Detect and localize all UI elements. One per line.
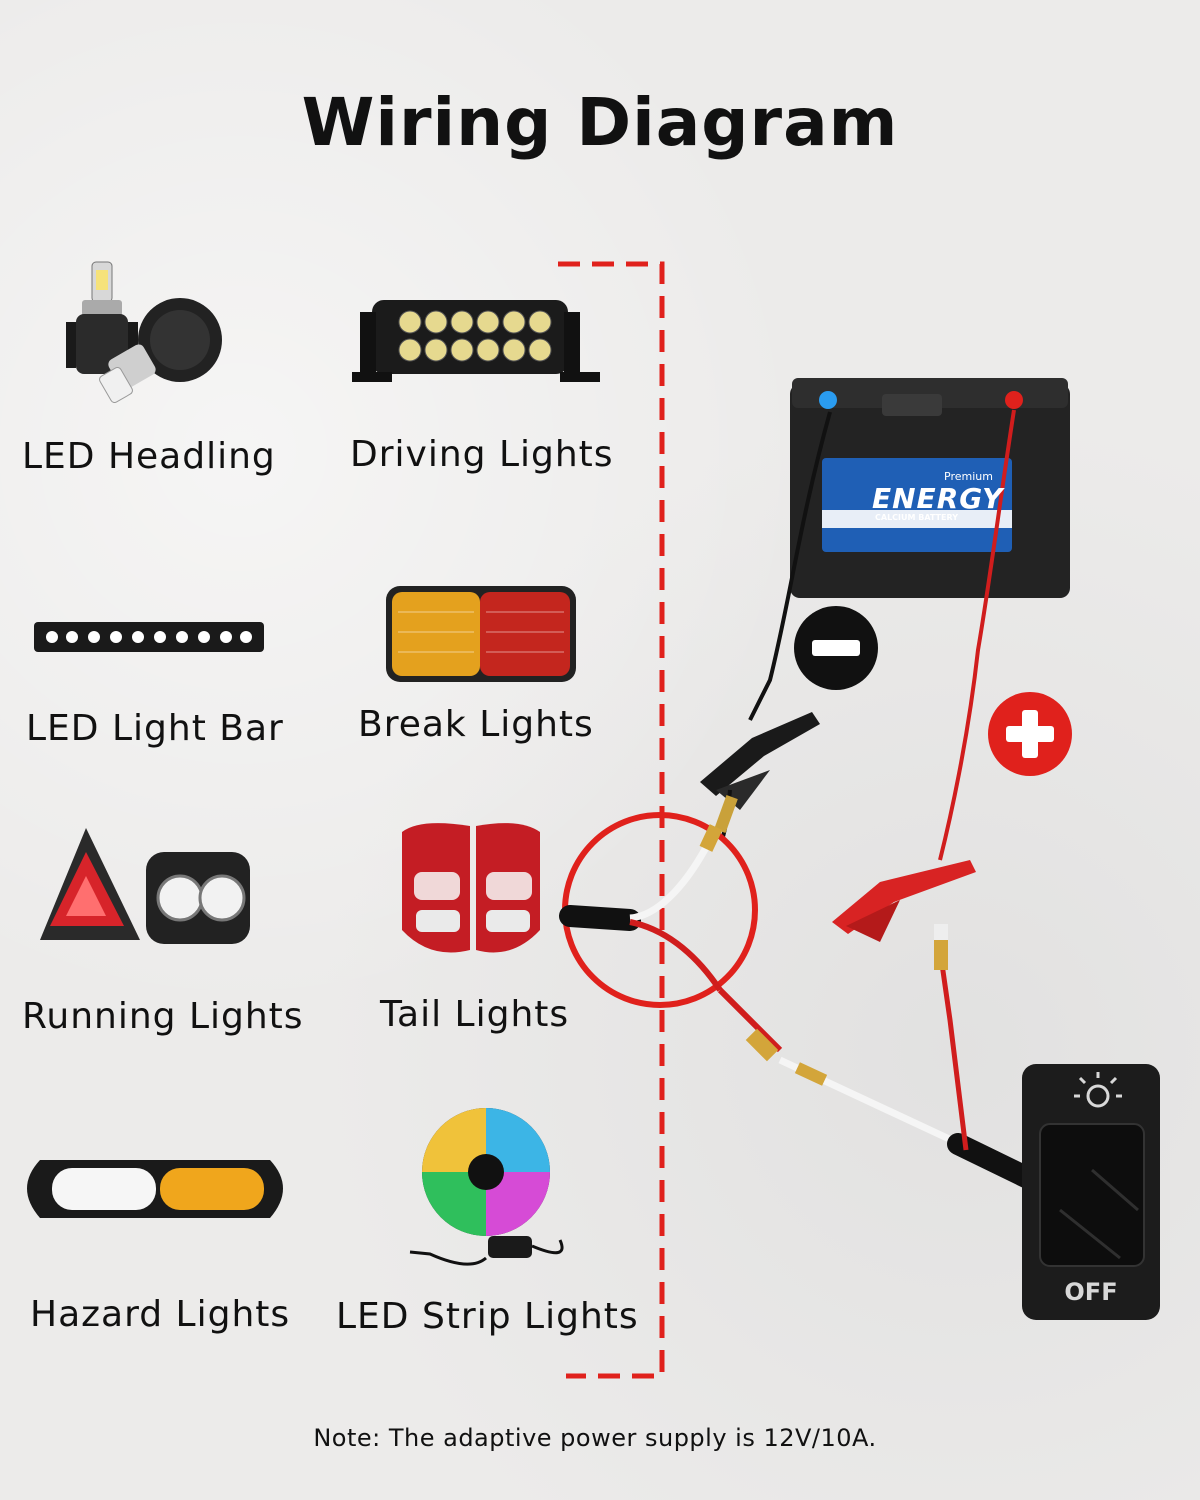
battery-icon bbox=[790, 378, 1070, 598]
label-led-strip-lights: LED Strip Lights bbox=[336, 1296, 639, 1337]
rocker-switch[interactable] bbox=[1022, 1064, 1160, 1320]
label-driving-lights: Driving Lights bbox=[350, 434, 614, 475]
led-bulb-icon bbox=[66, 261, 222, 404]
lamp-icon bbox=[27, 1160, 283, 1218]
note-text: Note: The adaptive power supply is 12V/1… bbox=[313, 1424, 877, 1452]
strip-reel-icon bbox=[409, 1108, 564, 1266]
tail-light-icon bbox=[402, 823, 540, 953]
wire-harness bbox=[559, 834, 1043, 1191]
battery-brand: ENERGY bbox=[872, 482, 1004, 515]
label-led-headling: LED Headling bbox=[22, 436, 276, 477]
switch-off-label: OFF bbox=[1064, 1278, 1118, 1306]
bulb-icon bbox=[1074, 1072, 1122, 1108]
minus-icon bbox=[794, 606, 878, 690]
label-led-light-bar: LED Light Bar bbox=[26, 708, 284, 749]
light-bar-icon bbox=[352, 300, 600, 382]
connector bbox=[699, 824, 948, 1086]
plus-icon bbox=[988, 692, 1072, 776]
label-break-lights: Break Lights bbox=[358, 704, 594, 745]
lamp-icon bbox=[40, 828, 250, 944]
label-running-lights: Running Lights bbox=[22, 996, 304, 1037]
label-hazard-lights: Hazard Lights bbox=[30, 1294, 291, 1335]
battery-premium-label: Premium bbox=[944, 470, 993, 483]
positive-clamp bbox=[832, 860, 976, 942]
lamp-icon bbox=[386, 586, 576, 682]
negative-clamp bbox=[700, 712, 820, 841]
battery-type: CALCIUM BATTERY bbox=[875, 513, 958, 522]
page-title: Wiring Diagram bbox=[301, 84, 899, 161]
label-tail-lights: Tail Lights bbox=[380, 994, 570, 1035]
dashed-bracket bbox=[558, 261, 665, 1379]
positive-wire bbox=[938, 409, 1016, 861]
negative-wire bbox=[748, 411, 832, 721]
light-bar-icon bbox=[34, 622, 264, 652]
